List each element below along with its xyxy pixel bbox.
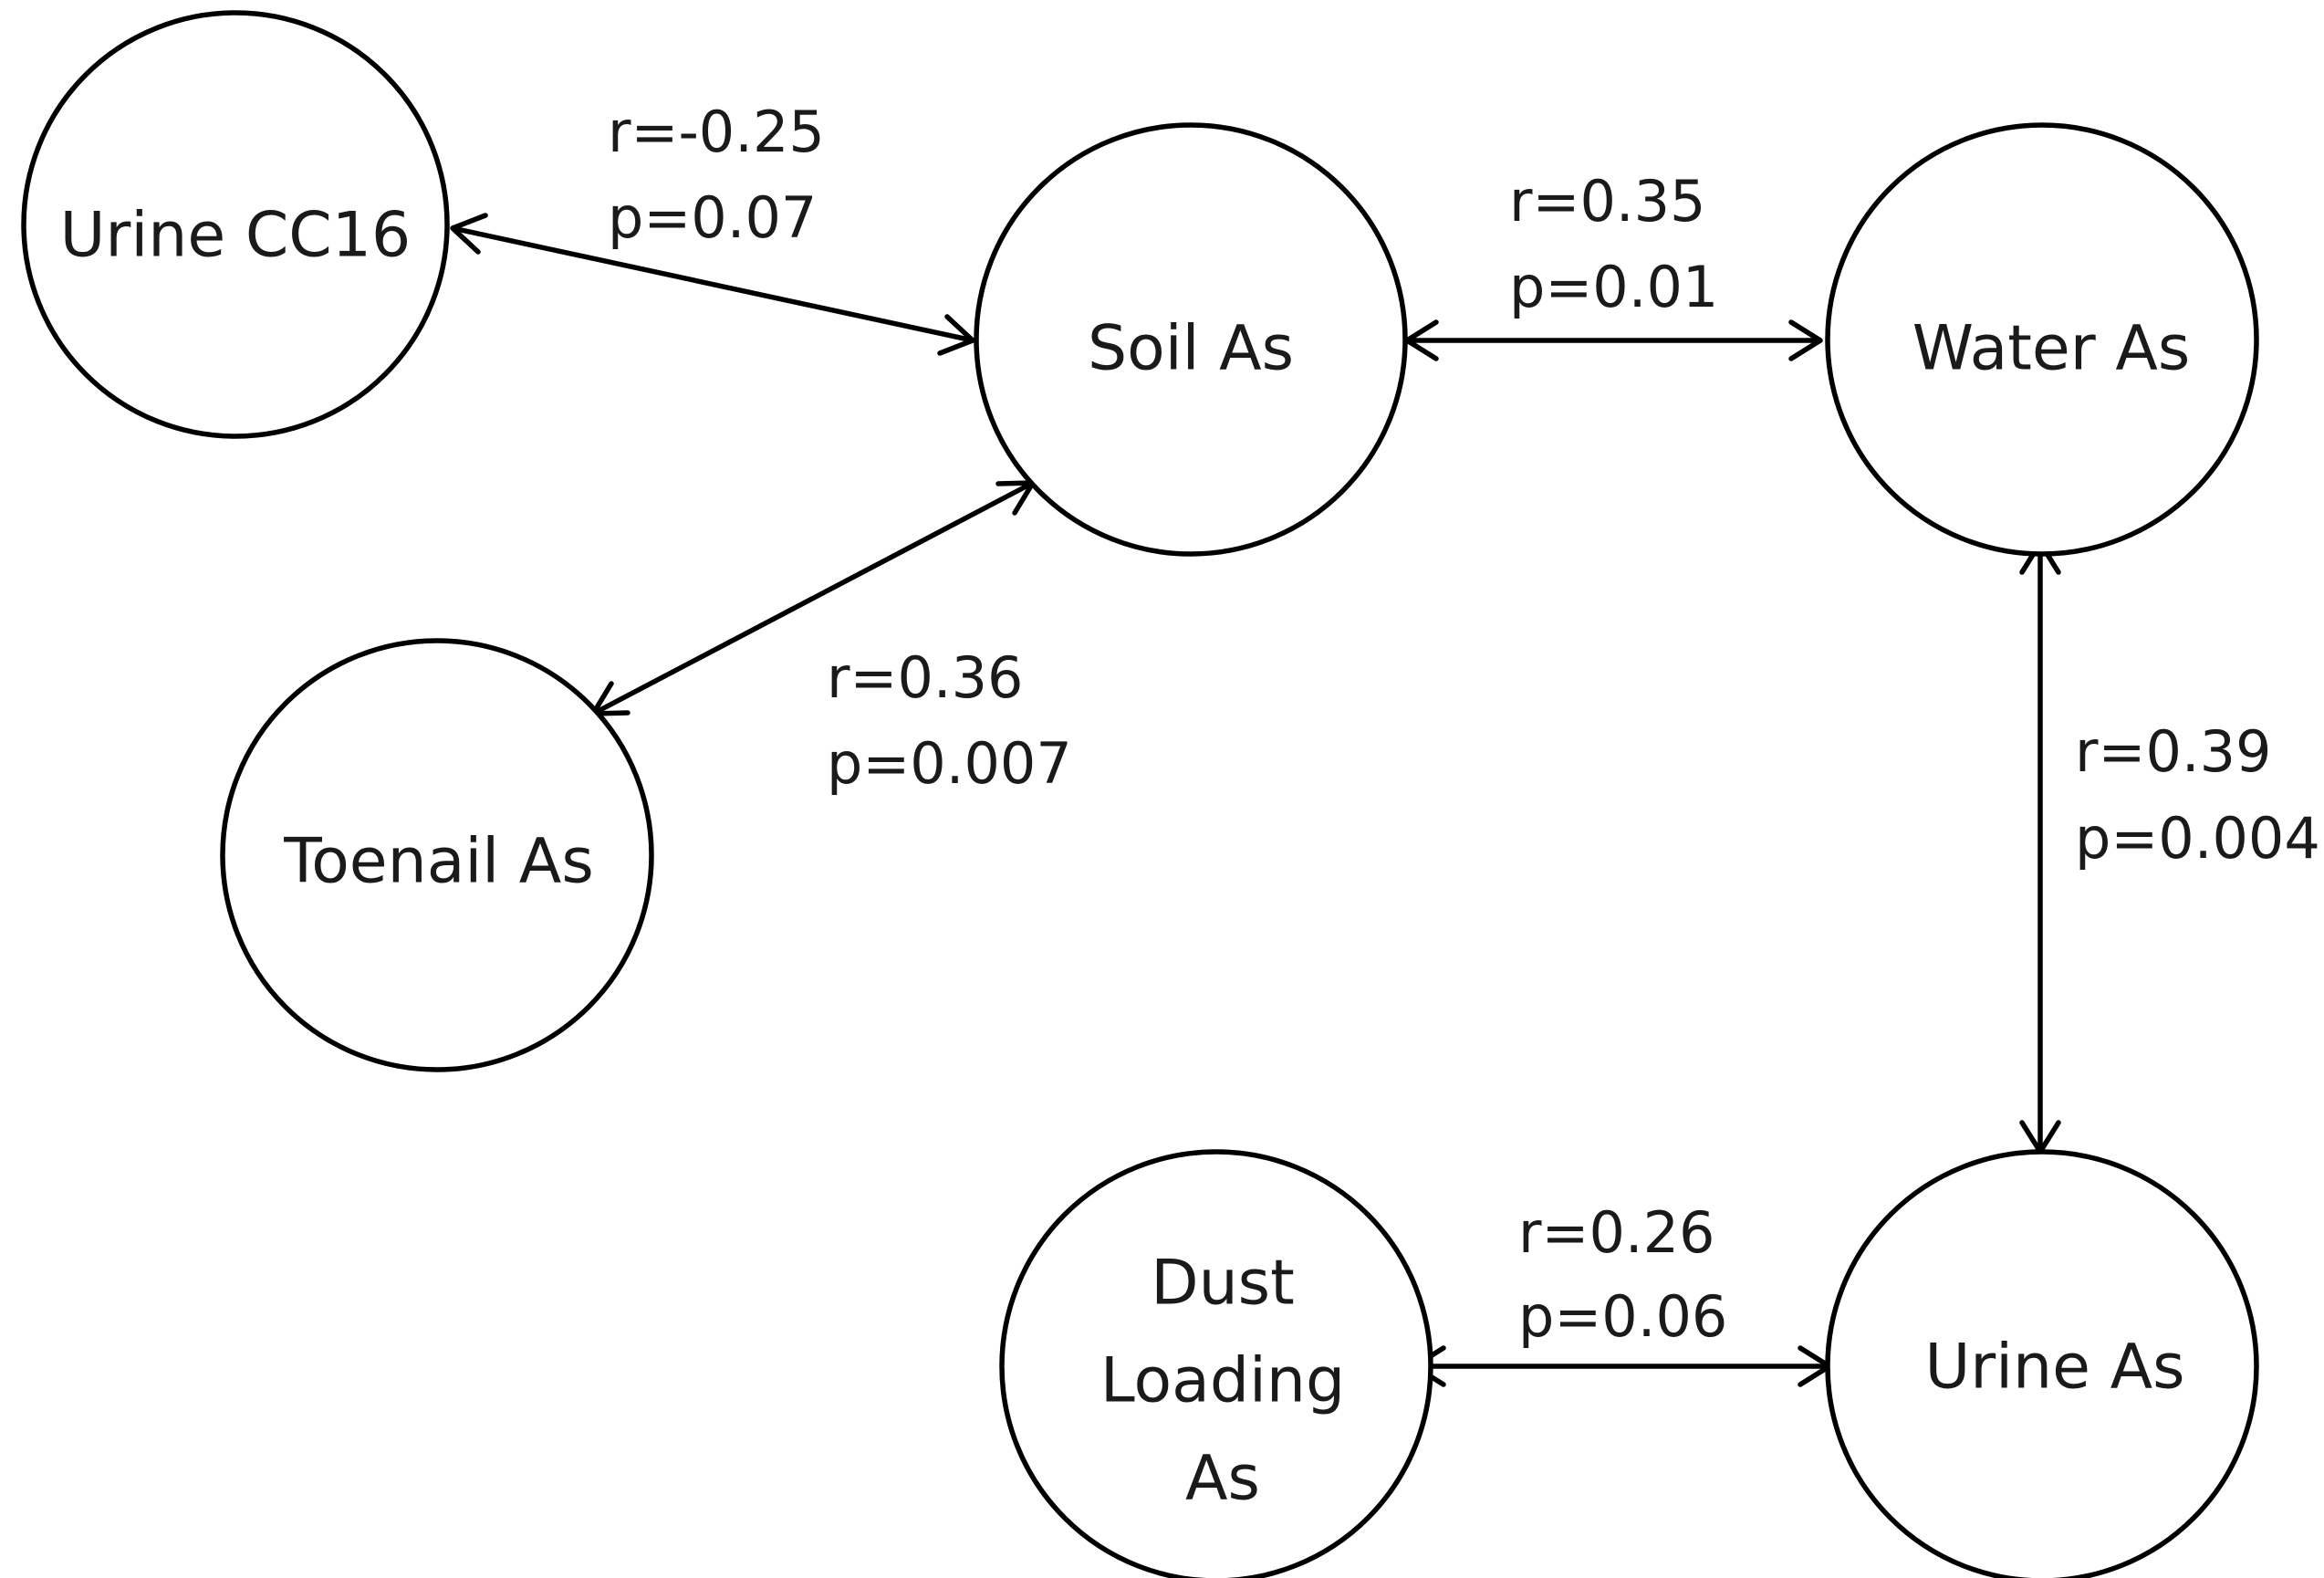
node-label: Loading bbox=[1100, 1345, 1345, 1417]
node-dust-loading-as: Dust Loading As bbox=[999, 1149, 1433, 1578]
edge-r-value: r=0.39 bbox=[2075, 718, 2272, 785]
edge-r-value: r=0.26 bbox=[1518, 1199, 1715, 1266]
edge-r-value: r=-0.25 bbox=[608, 99, 825, 165]
edge-water-urine bbox=[2019, 540, 2061, 1155]
edge-dust-urine bbox=[1412, 1345, 1832, 1387]
node-label: As bbox=[1185, 1443, 1260, 1515]
node-toenail-as: Toenail As bbox=[220, 638, 654, 1072]
edge-p-value: p=0.07 bbox=[608, 184, 817, 251]
node-label: Urine CC16 bbox=[60, 200, 412, 272]
node-label: Dust bbox=[1151, 1248, 1295, 1320]
node-label: Toenail As bbox=[283, 826, 594, 898]
node-label: Urine As bbox=[1924, 1332, 2184, 1404]
edge-p-value: p=0.007 bbox=[827, 730, 1072, 797]
node-urine-as: Urine As bbox=[1825, 1149, 2259, 1578]
edge-cc16-soil bbox=[450, 213, 975, 356]
edge-p-value: p=0.01 bbox=[1509, 254, 1718, 320]
edge-p-value: p=0.06 bbox=[1518, 1283, 1727, 1350]
nodes-layer: Urine CC16 Soil As Water As Toenail As D… bbox=[21, 10, 2259, 1578]
node-water-as: Water As bbox=[1825, 122, 2259, 557]
labels-layer: r=-0.25 p=0.07 r=0.35 p=0.01 r=0.36 p=0.… bbox=[608, 99, 2320, 1350]
node-label: Water As bbox=[1912, 313, 2191, 385]
edge-r-value: r=0.36 bbox=[827, 644, 1024, 711]
edge-p-value: p=0.004 bbox=[2075, 805, 2320, 872]
edge-r-value: r=0.35 bbox=[1509, 168, 1706, 235]
node-label: Soil As bbox=[1088, 313, 1294, 385]
edge-soil-water bbox=[1404, 319, 1823, 361]
node-urine-cc16: Urine CC16 bbox=[21, 10, 450, 439]
node-soil-as: Soil As bbox=[974, 122, 1408, 557]
